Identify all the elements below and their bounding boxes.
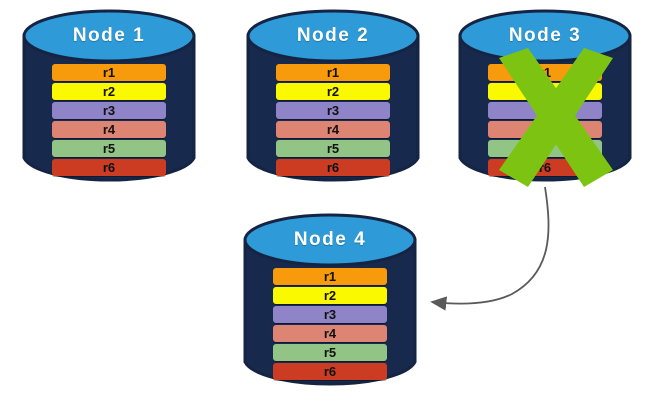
data-row-label: r1 <box>326 65 340 80</box>
data-row-r5[interactable]: r5 <box>488 140 602 157</box>
data-row-r1[interactable]: r1 <box>488 64 602 81</box>
data-row-r2[interactable]: r2 <box>273 287 387 304</box>
data-row-label: r4 <box>102 122 116 137</box>
data-row-label: r6 <box>323 364 337 379</box>
data-row-r4[interactable]: r4 <box>273 325 387 342</box>
arrow-path <box>430 186 550 311</box>
data-row-r3[interactable]: r3 <box>52 102 166 119</box>
data-row-label: r3 <box>326 103 340 118</box>
data-row-label: r3 <box>323 307 337 322</box>
data-row-label: r6 <box>102 160 116 175</box>
data-row-label: r5 <box>326 141 340 156</box>
data-row-r4[interactable]: r4 <box>276 121 390 138</box>
node-cylinder-node1[interactable]: Node 1 r1 r2 r3 r4 r5 r6 <box>22 8 196 186</box>
data-row-label: r1 <box>102 65 116 80</box>
data-row-r6[interactable]: r6 <box>273 363 387 380</box>
row-stack: r1 r2 r3 r4 r5 r6 <box>22 64 196 176</box>
node-cylinder-node3[interactable]: Node 3 r1 r2 r3 r4 r5 r6 <box>458 8 632 186</box>
data-row-r5[interactable]: r5 <box>273 344 387 361</box>
data-row-label: r4 <box>323 326 337 341</box>
data-row-r1[interactable]: r1 <box>52 64 166 81</box>
data-row-label: r4 <box>538 122 552 137</box>
node-cylinder-node2[interactable]: Node 2 r1 r2 r3 r4 r5 r6 <box>246 8 420 186</box>
data-row-label: r6 <box>326 160 340 175</box>
data-row-label: r2 <box>102 84 116 99</box>
data-row-label: r5 <box>102 141 116 156</box>
data-row-r1[interactable]: r1 <box>273 268 387 285</box>
row-stack: r1 r2 r3 r4 r5 r6 <box>458 64 632 176</box>
data-row-r4[interactable]: r4 <box>488 121 602 138</box>
data-row-label: r2 <box>323 288 337 303</box>
data-row-label: r5 <box>323 345 337 360</box>
data-row-r4[interactable]: r4 <box>52 121 166 138</box>
data-row-r1[interactable]: r1 <box>276 64 390 81</box>
row-stack: r1 r2 r3 r4 r5 r6 <box>243 268 417 380</box>
data-row-r2[interactable]: r2 <box>52 83 166 100</box>
data-row-label: r1 <box>538 65 552 80</box>
data-row-label: r2 <box>326 84 340 99</box>
data-row-r2[interactable]: r2 <box>276 83 390 100</box>
data-row-r6[interactable]: r6 <box>276 159 390 176</box>
node-cylinder-node4[interactable]: Node 4 r1 r2 r3 r4 r5 r6 <box>243 212 417 390</box>
data-row-r3[interactable]: r3 <box>488 102 602 119</box>
data-row-r6[interactable]: r6 <box>488 159 602 176</box>
data-row-label: r5 <box>538 141 552 156</box>
data-row-label: r3 <box>538 103 552 118</box>
data-row-r5[interactable]: r5 <box>52 140 166 157</box>
data-row-label: r1 <box>323 269 337 284</box>
data-row-label: r3 <box>102 103 116 118</box>
data-row-r2[interactable]: r2 <box>488 83 602 100</box>
data-row-label: r2 <box>538 84 552 99</box>
row-stack: r1 r2 r3 r4 r5 r6 <box>246 64 420 176</box>
data-row-r3[interactable]: r3 <box>273 306 387 323</box>
data-row-r3[interactable]: r3 <box>276 102 390 119</box>
data-row-label: r6 <box>538 160 552 175</box>
data-row-r5[interactable]: r5 <box>276 140 390 157</box>
data-row-label: r4 <box>326 122 340 137</box>
data-row-r6[interactable]: r6 <box>52 159 166 176</box>
